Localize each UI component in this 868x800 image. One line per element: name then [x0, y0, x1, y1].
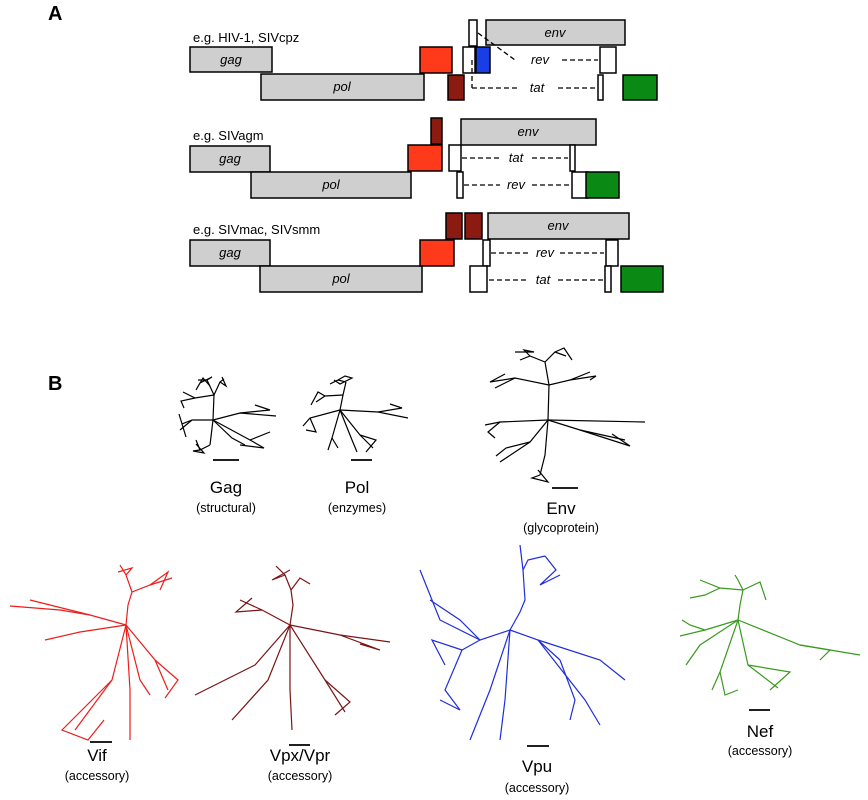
splice-lines — [471, 32, 598, 89]
gene-label-pol: pol — [331, 271, 350, 286]
tree-gag — [178, 376, 277, 454]
tree-category-pol: (enzymes) — [328, 501, 386, 515]
genome-hiv1-sivcpz: e.g. HIV-1, SIVcpz gag pol env — [189, 19, 658, 101]
gene-rev-exon1 — [482, 239, 491, 267]
tree-nef — [679, 574, 861, 696]
genome-sivmac-sivsmm: e.g. SIVmac, SIVsmm gag pol env — [189, 212, 664, 293]
tree-label-vif: Vif — [87, 746, 107, 765]
tree-label-nef: Nef — [747, 722, 774, 741]
gene-label-env: env — [518, 124, 540, 139]
gene-tat-exon2 — [604, 265, 612, 293]
organism-label: e.g. SIVagm — [193, 128, 264, 143]
gene-gag: gag — [189, 239, 271, 267]
tree-category-nef: (accessory) — [728, 744, 793, 758]
gene-label-env: env — [545, 25, 567, 40]
organism-label: e.g. HIV-1, SIVcpz — [193, 30, 299, 45]
tree-label-vpu: Vpu — [522, 757, 552, 776]
tree-label-env: Env — [546, 499, 576, 518]
gene-label-pol: pol — [321, 177, 340, 192]
gene-gag: gag — [189, 145, 271, 173]
tree-pol — [302, 375, 409, 453]
tree-category-vif: (accessory) — [65, 769, 130, 783]
organism-label: e.g. SIVmac, SIVsmm — [193, 222, 320, 237]
gene-vif — [407, 144, 443, 172]
gene-gag: gag — [189, 46, 273, 73]
gene-vpx — [445, 212, 463, 240]
tree-label-vpx-vpr: Vpx/Vpr — [270, 746, 331, 765]
gene-rev-exon2 — [605, 239, 619, 267]
tree-category-gag: (structural) — [196, 501, 256, 515]
gene-pol: pol — [260, 73, 425, 101]
splice-lines — [489, 252, 604, 281]
gene-rev-exon1 — [462, 46, 476, 74]
gene-vpx — [430, 117, 443, 145]
tree-vpu — [419, 544, 626, 741]
gene-label-rev: rev — [536, 245, 556, 260]
gene-vpr — [464, 212, 483, 240]
gene-label-env: env — [548, 218, 570, 233]
gene-label-tat: tat — [509, 150, 525, 165]
gene-vpu — [475, 46, 491, 74]
gene-label-rev: rev — [531, 52, 551, 67]
panel-b: B Gag (structural) Pol — [9, 347, 861, 795]
gene-label-gag: gag — [220, 52, 242, 67]
tree-label-gag: Gag — [210, 478, 242, 497]
gene-label-tat: tat — [536, 272, 552, 287]
gene-nef — [620, 265, 664, 293]
gene-label-gag: gag — [219, 151, 241, 166]
gene-vif — [419, 239, 455, 267]
panel-label-a: A — [48, 3, 62, 25]
tree-category-vpx-vpr: (accessory) — [268, 769, 333, 783]
gene-vpr — [447, 74, 465, 101]
gene-tat-exon2 — [569, 144, 576, 172]
panel-a: A e.g. HIV-1, SIVcpz gag pol env — [48, 3, 664, 293]
gene-rev-exon2 — [599, 46, 617, 74]
gene-pol: pol — [250, 171, 412, 199]
gene-nef — [622, 74, 658, 101]
gene-tat-exon1 — [468, 19, 478, 47]
tree-category-vpu: (accessory) — [505, 781, 570, 795]
tree-vpx-vpr — [194, 565, 391, 731]
gene-env: env — [485, 19, 626, 46]
gene-tat-exon2 — [597, 74, 604, 101]
gene-label-rev: rev — [507, 177, 527, 192]
gene-tat-exon1 — [448, 144, 462, 172]
gene-vif — [419, 46, 453, 74]
gene-env: env — [460, 118, 597, 146]
gene-env: env — [487, 212, 630, 240]
gene-pol: pol — [259, 265, 423, 293]
gene-nef — [585, 171, 620, 199]
splice-lines — [462, 157, 570, 186]
tree-vif — [9, 564, 179, 741]
tree-category-env: (glycoprotein) — [523, 521, 599, 535]
gene-rev-exon1 — [456, 171, 464, 199]
tree-env — [484, 347, 646, 484]
genome-sivagm: e.g. SIVagm gag pol env — [189, 117, 620, 199]
gene-label-gag: gag — [219, 245, 241, 260]
panel-label-b: B — [48, 373, 62, 395]
gene-label-pol: pol — [332, 79, 351, 94]
gene-tat-exon1 — [469, 265, 488, 293]
tree-label-pol: Pol — [345, 478, 370, 497]
gene-label-tat: tat — [530, 80, 546, 95]
